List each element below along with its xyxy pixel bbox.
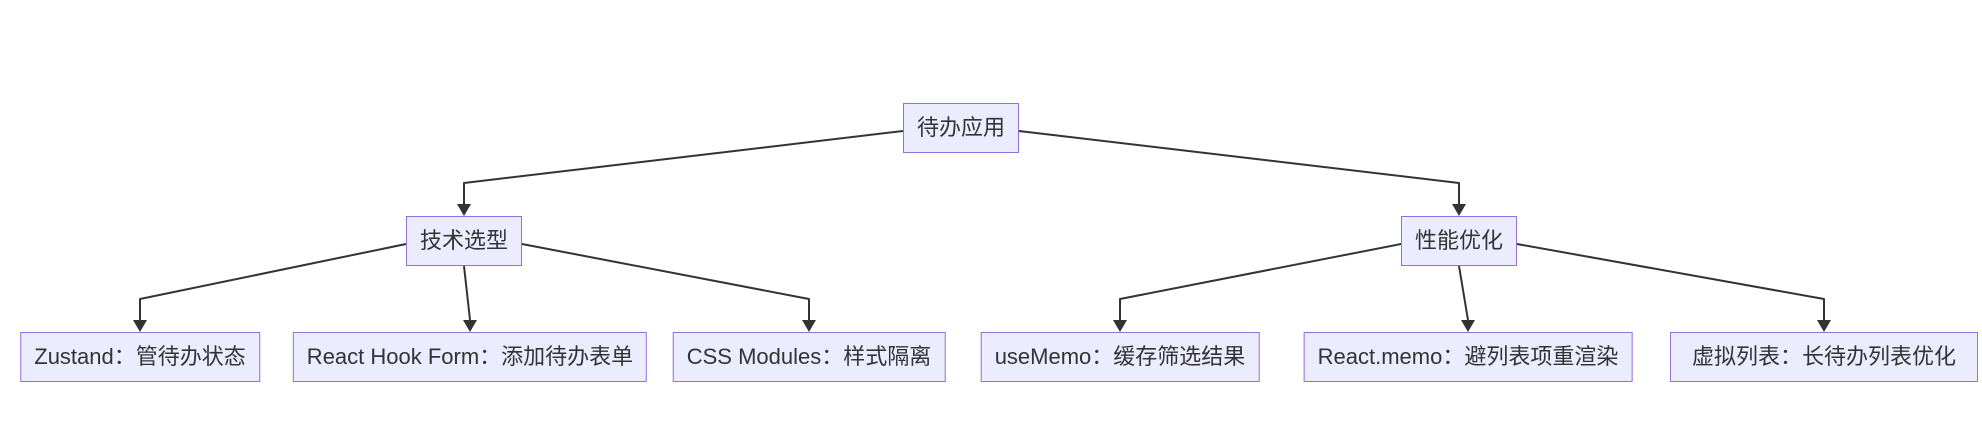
node-usememo-cache: useMemo：缓存筛选结果 <box>980 332 1260 382</box>
edge-tech-zustand <box>139 243 407 320</box>
arrowhead-perf-usememo <box>1113 320 1127 332</box>
node-performance-optimization: 性能优化 <box>1400 216 1518 266</box>
arrowhead-root-tech <box>457 204 471 216</box>
arrowhead-perf-reactmemo <box>1461 320 1475 332</box>
node-todo-app: 待办应用 <box>902 103 1020 153</box>
edge-perf-reactmemo <box>1458 265 1469 321</box>
node-tech-selection: 技术选型 <box>405 216 523 266</box>
arrowhead-tech-rhf <box>463 320 477 332</box>
node-css-modules: CSS Modules：样式隔离 <box>672 332 946 382</box>
arrowhead-tech-zustand <box>133 320 147 332</box>
node-react-hook-form: React Hook Form：添加待办表单 <box>292 332 648 382</box>
edge-root-tech <box>463 130 904 204</box>
arrowhead-tech-cssmodules <box>802 320 816 332</box>
node-zustand-state: Zustand：管待办状态 <box>20 332 260 382</box>
arrowhead-perf-virtuallist <box>1817 320 1831 332</box>
edge-tech-cssmodules <box>521 243 810 320</box>
edge-perf-virtuallist <box>1516 243 1825 320</box>
node-virtual-list: 虚拟列表：长待办列表优化 <box>1670 332 1978 382</box>
edge-perf-usememo <box>1119 243 1402 320</box>
node-react-memo: React.memo：避列表项重渲染 <box>1303 332 1633 382</box>
arrowhead-root-perf <box>1452 204 1466 216</box>
edge-root-perf <box>1018 130 1460 204</box>
edge-tech-rhf <box>463 265 471 321</box>
